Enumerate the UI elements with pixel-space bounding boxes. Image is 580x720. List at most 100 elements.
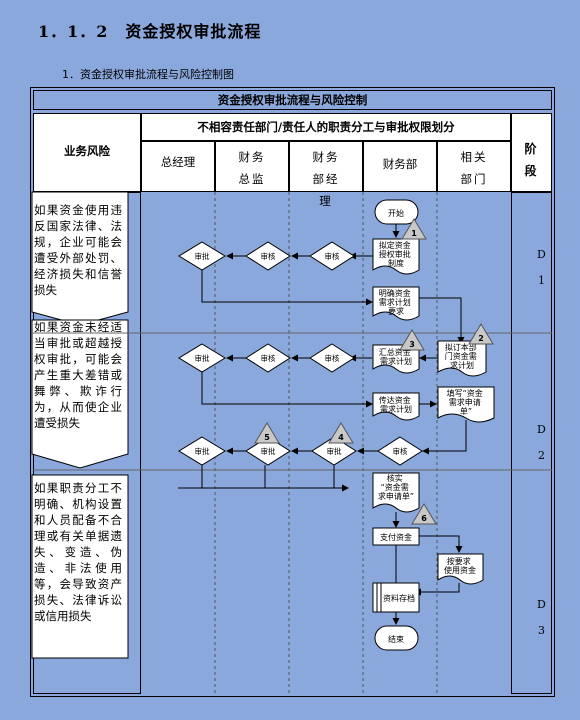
step-issue-plan-label: 传达资金 需求计划 — [379, 395, 414, 414]
column-header-related: 相关部门 — [437, 141, 511, 192]
step-fill-list-label: 填写“资金 需求申请 单” — [447, 388, 486, 416]
stage-1-number: 1 — [538, 274, 545, 287]
step-pay — [372, 527, 420, 546]
table-banner: 资金授权审批流程与风险控制 — [33, 90, 552, 110]
decision-approve-cfo-3-label: 审批 — [261, 446, 276, 456]
step-define-plan-line-3: 要求 — [388, 306, 404, 316]
stage-3-letter: D — [537, 598, 546, 611]
step-use-funds-line-1: 按要求 — [447, 556, 471, 566]
step-issue-plan-line-2: 需求计划 — [380, 404, 412, 414]
control-marker-3-label: 3 — [409, 340, 415, 349]
column-header-label: 相关部门 — [460, 150, 488, 186]
step-define-plan — [372, 286, 420, 321]
decision-audit-cfo-2-label: 审核 — [261, 353, 276, 363]
step-dept-plan-line-2: 门资金需 — [445, 351, 477, 361]
decision-audit-mgr-1 — [309, 241, 355, 271]
duty-header-cell: 不相容责任部门/责任人的职责分工与审批权限划分 — [141, 113, 511, 141]
risk-text-3: 如果职责分工不明确、机构设置和人员配备不合理或有关单据遗失、变造、伪造、非法使用… — [34, 481, 122, 623]
column-header-gm: 总经理 — [141, 141, 215, 192]
flowchart-frame — [30, 87, 555, 697]
decision-approve-gm-3 — [178, 436, 226, 466]
step-dept-plan-line-3: 求计划 — [450, 360, 474, 370]
decision-audit-mgr-2 — [309, 343, 355, 373]
control-marker-5-label: 5 — [264, 433, 270, 442]
step-summary-plan — [372, 344, 420, 374]
end-label: 结束 — [388, 634, 404, 644]
step-fill-list — [437, 386, 495, 423]
decision-approve-gm-2-label: 审批 — [195, 353, 210, 363]
decision-approve-gm-1-label: 审批 — [195, 251, 210, 261]
section-title: 1．1．2 资金授权审批流程 — [38, 22, 262, 41]
risk-header-cell: 业务风险 — [33, 113, 141, 192]
decision-approve-mgr-3-label: 审批 — [327, 446, 342, 456]
step-verify-list — [372, 472, 420, 513]
control-marker-4-label: 4 — [338, 433, 344, 442]
step-use-funds — [437, 553, 484, 585]
step-define-plan-label: 明确资金 需求计划 要求 — [379, 288, 414, 316]
step-fill-list-line-3: 单” — [460, 406, 472, 416]
control-marker-1 — [401, 218, 427, 240]
step-draft-system-line-3: 制度 — [388, 258, 404, 268]
decision-audit-mgr-1-label: 审核 — [325, 251, 340, 261]
step-summary-plan-line-2: 需求计划 — [380, 356, 412, 366]
risk-callout-1 — [31, 191, 129, 326]
decision-audit-cfo-2 — [245, 343, 291, 373]
step-summary-plan-line-1: 汇总资金 — [379, 347, 411, 357]
step-pay-label: 支付资金 — [380, 532, 412, 542]
decision-audit-finance-3 — [377, 436, 423, 466]
control-markers — [254, 218, 494, 525]
step-use-funds-line-2: 使用资金 — [444, 565, 476, 575]
column-header-label: 财务总监 — [238, 150, 266, 186]
stage-1-letter: D — [537, 248, 546, 261]
decision-audit-cfo-1-label: 审核 — [261, 251, 276, 261]
step-define-plan-line-2: 需求计划 — [379, 297, 411, 307]
control-marker-4 — [328, 422, 354, 444]
step-summary-plan-label: 汇总资金 需求计划 — [379, 347, 414, 366]
column-header-label: 财务部经理 — [312, 150, 340, 208]
control-marker-6 — [411, 503, 437, 525]
stage-2-number: 2 — [538, 449, 545, 462]
end-terminator: 结束 — [374, 625, 419, 651]
decision-approve-cfo-3 — [245, 436, 291, 466]
start-label: 开始 — [388, 208, 404, 218]
stage-dividers — [33, 332, 552, 471]
step-draft-system-line-1: 拟定资金 — [379, 240, 411, 250]
decision-approve-gm-3-label: 审批 — [195, 446, 210, 456]
decision-audit-finance-3-label: 审核 — [393, 446, 408, 456]
step-draft-system-label: 拟定资金 授权审批 制度 — [379, 240, 414, 268]
figure-subtitle: 1．资金授权审批流程与风险控制图 — [62, 68, 234, 81]
decision-approve-mgr-3 — [311, 436, 357, 466]
risk-callout-3 — [31, 474, 129, 659]
step-verify-list-line-3: 求申请单” — [378, 491, 414, 501]
risk-callout-2 — [31, 319, 129, 469]
step-draft-system-line-2: 授权审批 — [379, 249, 411, 259]
column-header-label: 总经理 — [160, 155, 196, 169]
decision-audit-cfo-1 — [245, 241, 291, 271]
control-marker-6-label: 6 — [421, 514, 427, 523]
decision-approve-gm-1 — [178, 241, 226, 271]
risk-text-2: 如果资金未经适当审批或超越授权审批，可能会产生重大差错或舞弊、欺诈行为，从而使企… — [34, 320, 122, 430]
stage-3-number: 3 — [538, 624, 545, 637]
step-dept-plan — [437, 340, 487, 377]
column-header-label: 财务部 — [382, 157, 418, 171]
step-fill-list-line-1: 填写“资金 — [447, 388, 483, 398]
column-header-finance-manager: 财务部经理 — [289, 141, 363, 208]
step-draft-system — [372, 238, 420, 275]
stage-header-cell: 阶段 — [511, 113, 552, 192]
control-marker-2 — [468, 323, 494, 345]
decision-approve-gm-2 — [178, 343, 226, 373]
step-define-plan-line-1: 明确资金 — [379, 288, 411, 298]
step-fill-list-line-2: 需求申请 — [449, 397, 481, 407]
step-verify-list-line-1: 核实 — [387, 473, 403, 483]
step-dept-plan-line-1: 拟订本部 — [445, 342, 477, 352]
step-issue-plan — [372, 392, 420, 421]
step-verify-list-line-2: “资金需 — [381, 482, 409, 492]
control-marker-5 — [254, 422, 280, 444]
control-marker-3 — [399, 329, 425, 351]
stage-column — [511, 192, 552, 694]
start-terminator: 开始 — [374, 199, 419, 225]
column-header-cfo: 财务总监 — [215, 141, 289, 192]
step-archive-label: 资料存档 — [383, 593, 415, 603]
